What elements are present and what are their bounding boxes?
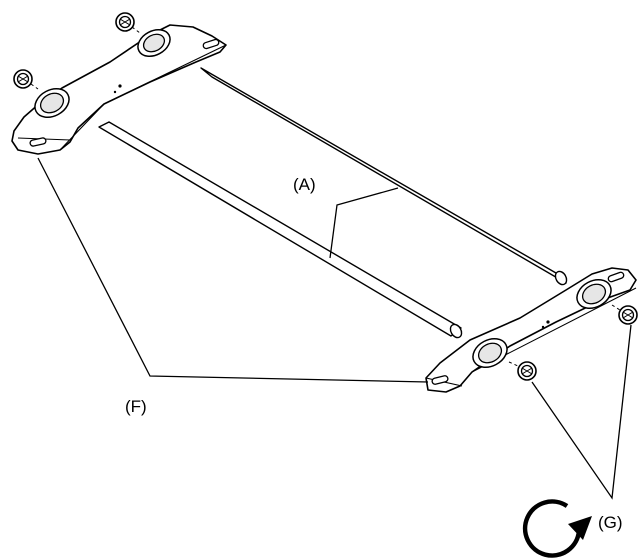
callout-g-label: (G) [598,513,623,532]
cap-right-lower [517,361,537,381]
dash-line-right-upper [611,304,621,311]
dash-line-right-lower [508,361,519,367]
cap-right-upper [618,305,638,325]
tube-rear [200,67,568,286]
callout-f-label: (F) [125,397,147,416]
cap-left-lower [13,69,33,89]
callout-a-label: (A) [293,175,316,194]
bracket-left [11,24,227,155]
cap-left-upper [115,12,135,32]
leader-lines-a [329,187,399,259]
leader-lines-f [37,157,429,383]
tube-front [98,121,463,339]
leader-lines-g [531,324,632,500]
clockwise-rotation-arrow-icon [522,499,592,558]
dash-line-left-lower [30,83,39,90]
dash-line-left-upper [131,26,141,34]
bracket-right [425,267,637,393]
